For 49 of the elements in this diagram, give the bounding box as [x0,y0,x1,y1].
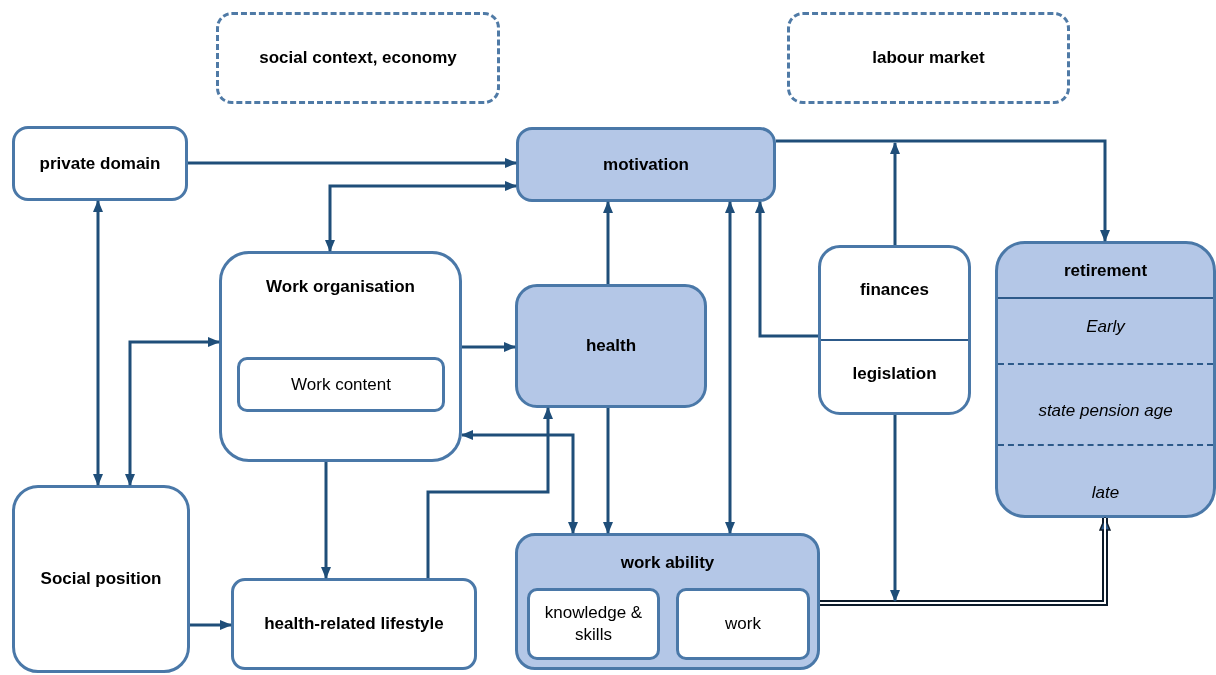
node-label: knowledge & skills [543,601,644,646]
node-label: work ability [619,552,716,574]
node-label: finances [859,279,930,301]
process-box [231,578,477,670]
node-label: late [1090,482,1121,504]
node-label: Work organisation [265,276,416,298]
arrow [426,407,553,578]
arrow [462,342,516,352]
arrow [190,620,232,630]
arrow [890,415,900,602]
arrow [776,139,1110,242]
dashed-box [216,12,500,104]
node-label: health [584,334,638,357]
process-box [527,588,660,660]
node-label: labour market [871,46,986,69]
node-label: motivation [602,153,690,176]
retirement-box [995,241,1216,518]
node-label: state pension age [1037,400,1174,422]
group-box [515,533,820,670]
arrow [321,462,331,579]
node-label: legislation [851,363,938,385]
arrow [188,158,517,168]
arrow [125,337,220,486]
arrow [461,430,578,534]
arrow [725,201,735,534]
node-label: health-related lifestyle [263,612,445,635]
process-box [237,357,445,412]
arrow [890,142,900,245]
dashed-box [787,12,1070,104]
node-label: Social position [39,567,163,590]
arrow [755,201,818,338]
node-label: Early [1085,316,1127,338]
arrow [325,181,517,252]
arrow [819,517,1111,606]
process-box [676,588,810,660]
process-box [12,485,190,673]
process-box [515,284,707,408]
node-label: retirement [1062,260,1149,282]
arrow [603,201,613,284]
node-label: private domain [38,152,162,175]
node-label: social context, economy [258,46,458,69]
split-box [818,245,971,415]
node-label: work [724,612,762,635]
arrow [603,408,613,534]
process-box [12,126,188,201]
arrow [93,200,103,486]
process-box [516,127,776,202]
node-label: Work content [290,373,392,396]
group-box [219,251,462,462]
